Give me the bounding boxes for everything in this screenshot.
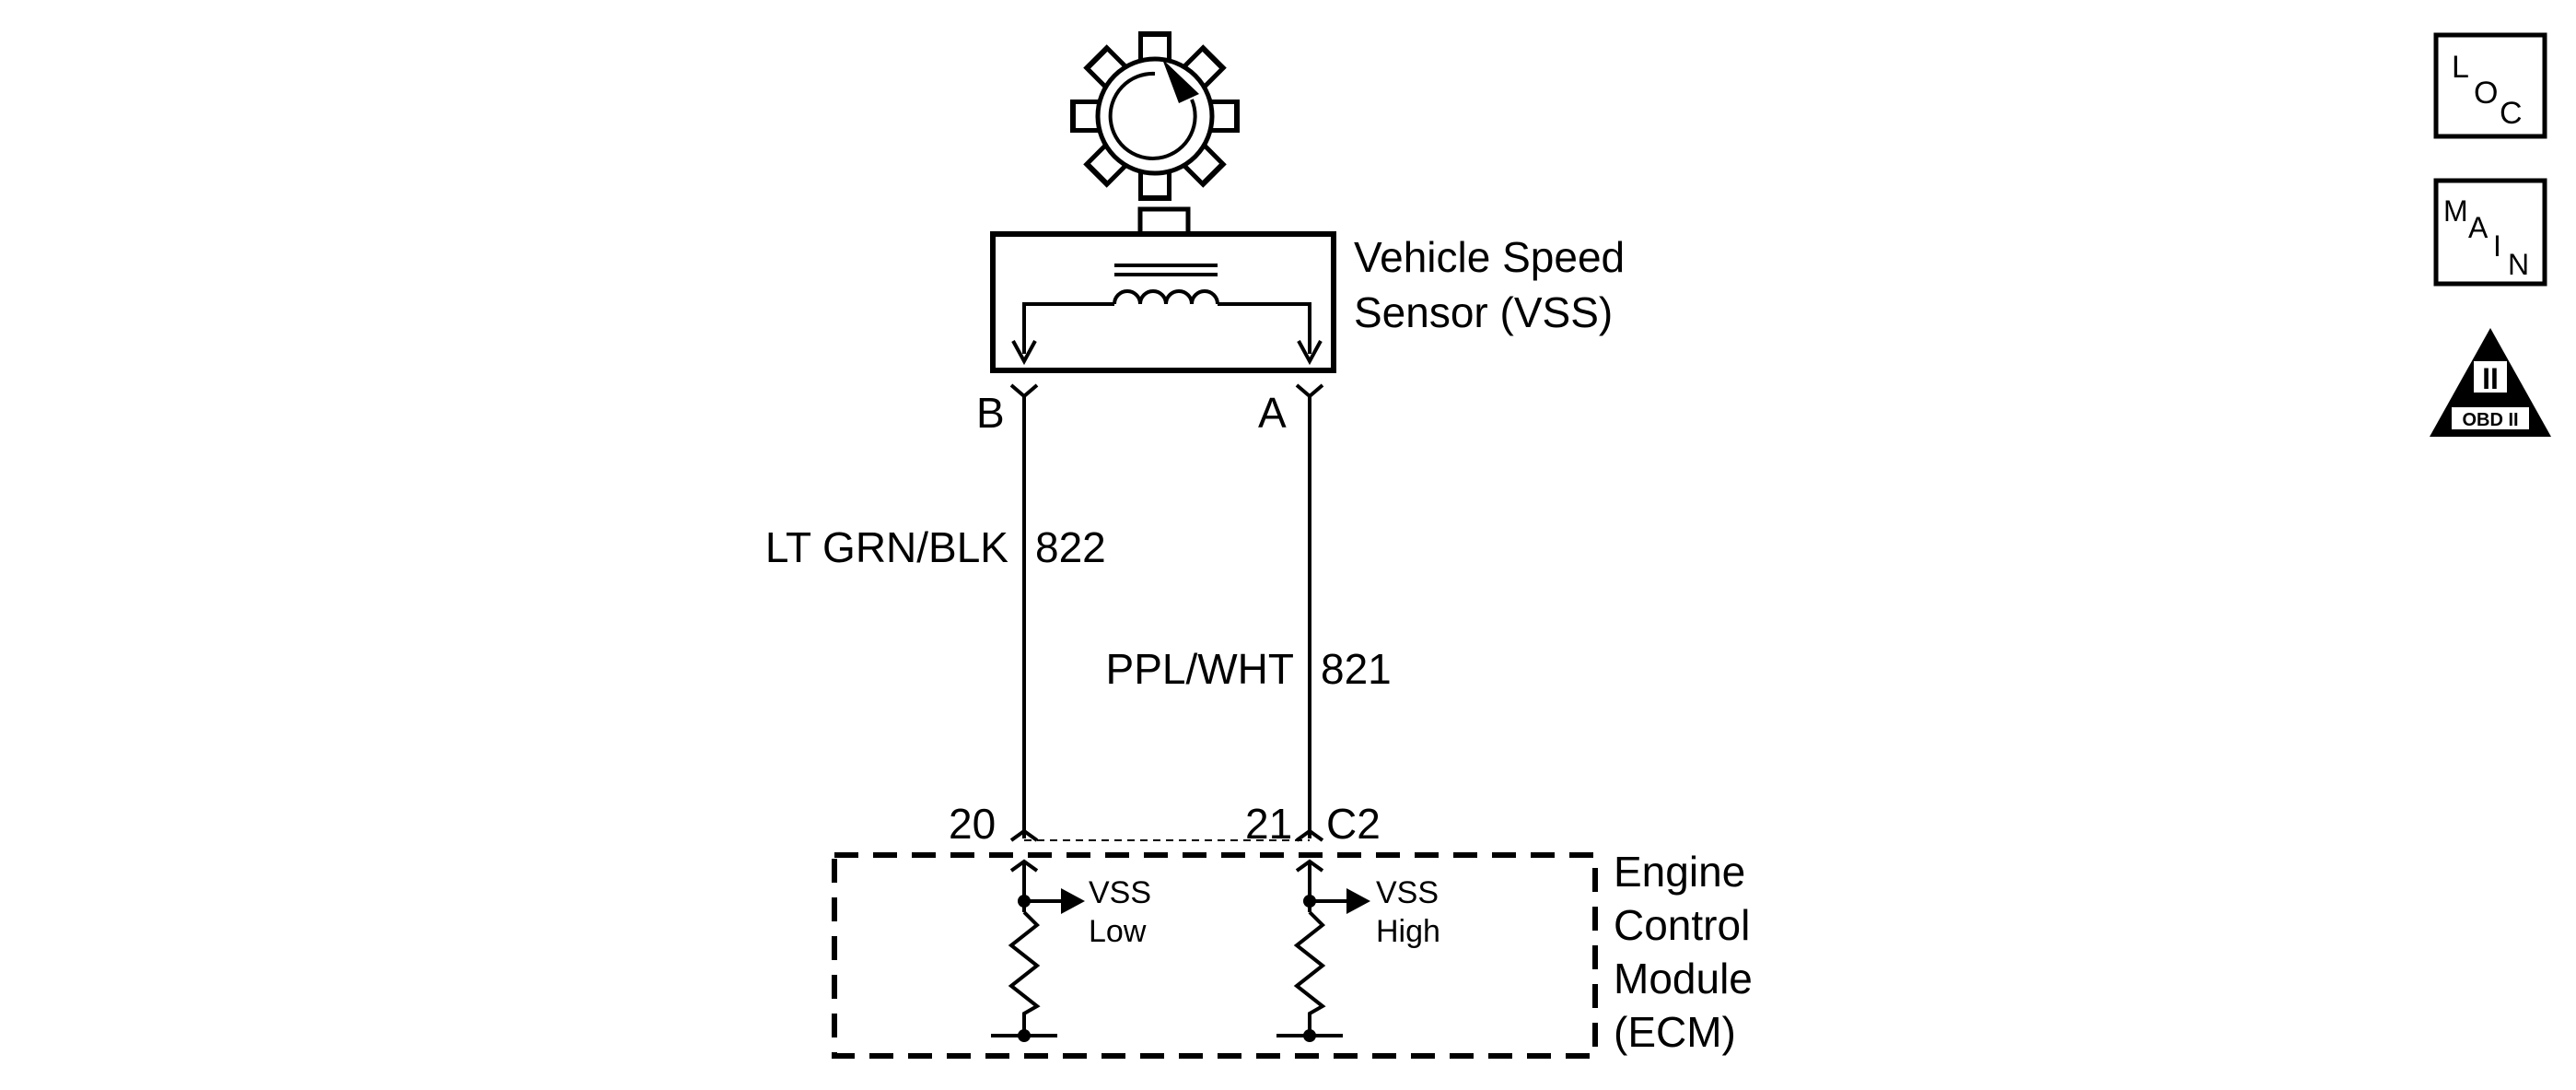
vss-high-circuit: [1276, 859, 1370, 1042]
obd-top-text: II: [2482, 362, 2499, 395]
vss-sensor-body: [990, 206, 1336, 373]
vss-low-line1: VSS: [1089, 875, 1151, 910]
pin-b-label: B: [976, 389, 1005, 437]
ecm-name-line2: Control: [1614, 901, 1750, 949]
loc-letter-3: C: [2500, 96, 2523, 131]
wire-821-color: PPL/WHT: [1106, 645, 1294, 693]
pin-20-label: 20: [949, 800, 996, 848]
sensor-name-line2: Sensor (VSS): [1354, 288, 1613, 336]
vss-low-line2: Low: [1089, 914, 1147, 949]
sensor-name-line1: Vehicle Speed: [1354, 233, 1625, 281]
ecm-name-line1: Engine: [1614, 848, 1745, 896]
obd-bottom-text: OBD II: [2462, 410, 2518, 430]
loc-button[interactable]: L O C: [2433, 32, 2547, 139]
loc-icon[interactable]: [2433, 32, 2547, 139]
pin-20-connector: [1009, 828, 1039, 842]
main-icon[interactable]: [2433, 178, 2547, 287]
pin-a-connector: [1295, 383, 1324, 399]
ecm-name-line4: (ECM): [1614, 1008, 1736, 1056]
pin-a-label: A: [1258, 389, 1287, 437]
vss-high-line1: VSS: [1376, 875, 1439, 910]
loc-letter-2: O: [2474, 76, 2498, 111]
pin-21-connector: [1295, 828, 1324, 842]
pin-b-connector: [1009, 383, 1039, 399]
main-letter-1: M: [2443, 194, 2468, 228]
main-button[interactable]: M A I N: [2433, 178, 2547, 287]
ecm-box: [832, 852, 1598, 1059]
vss-low-circuit: [991, 859, 1085, 1042]
vss-high-line2: High: [1376, 914, 1440, 949]
main-letter-4: N: [2508, 248, 2529, 281]
wire-822-circuit: 822: [1035, 523, 1106, 571]
ecm-name-line3: Module: [1614, 955, 1753, 1002]
wire-822-color: LT GRN/BLK: [765, 523, 1008, 571]
wire-821-circuit: 821: [1321, 645, 1392, 693]
connector-label: C2: [1326, 800, 1381, 848]
main-letter-2: A: [2468, 211, 2489, 244]
reluctor-wheel-icon: [1070, 31, 1240, 201]
loc-letter-1: L: [2452, 50, 2469, 85]
pin-21-label: 21: [1245, 800, 1292, 848]
main-letter-3: I: [2493, 229, 2501, 263]
obd-button[interactable]: II OBD II: [2430, 328, 2551, 437]
